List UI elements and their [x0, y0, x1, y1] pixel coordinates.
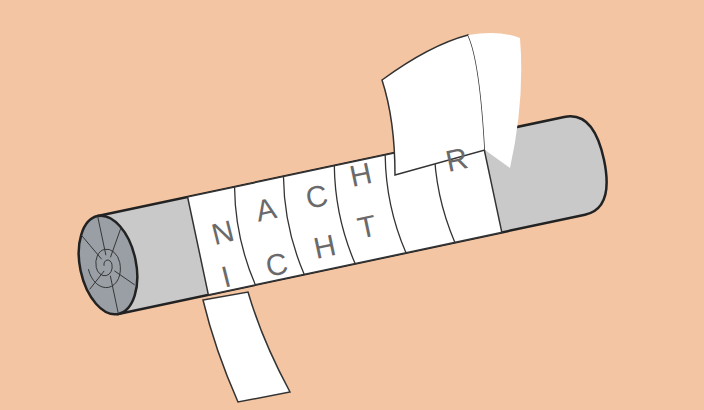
cylinder-end-cap [70, 210, 146, 319]
paper-strip-end [468, 33, 521, 168]
cylinder [70, 111, 614, 320]
wood-grain [75, 212, 140, 319]
wound-strip [188, 135, 502, 295]
cylinder-body [98, 111, 615, 314]
paper-strip-end [382, 35, 485, 175]
paper-strip-end [203, 292, 290, 402]
